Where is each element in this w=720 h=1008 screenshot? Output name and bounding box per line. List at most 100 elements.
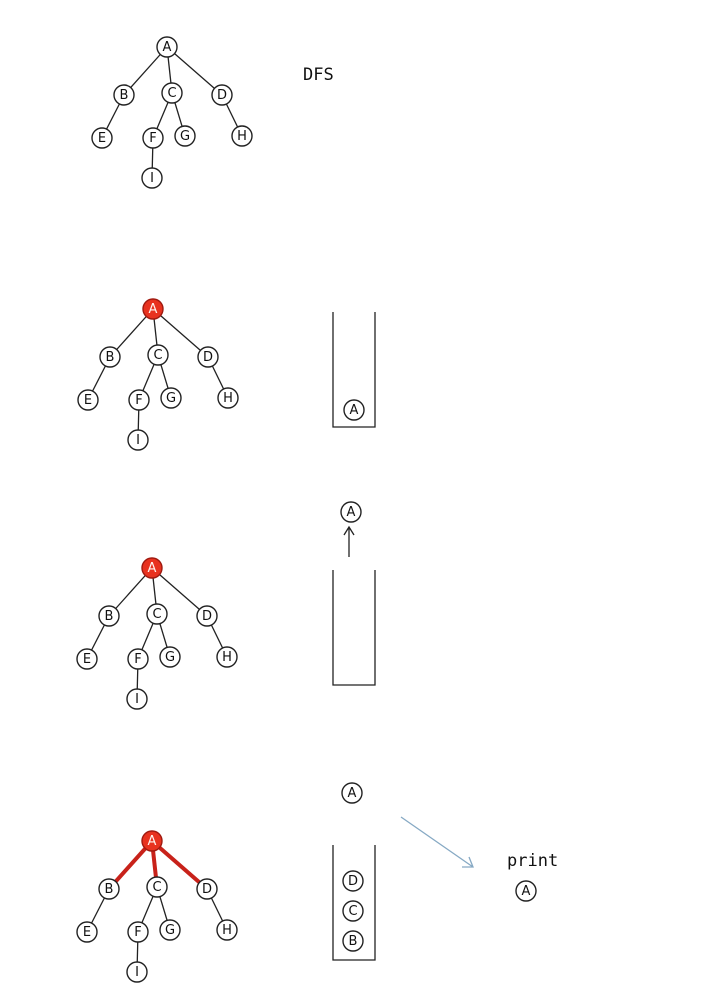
node-label: B	[120, 88, 129, 103]
node-h: H	[216, 919, 238, 941]
node-label: G	[165, 923, 175, 938]
node-b: B	[98, 878, 120, 900]
node-label: C	[152, 607, 161, 622]
node-label: G	[180, 129, 190, 144]
node-label: D	[203, 350, 213, 365]
tree-4: A B C D E F G H I	[76, 830, 238, 983]
node-label: A	[348, 786, 357, 801]
node-label: B	[105, 882, 114, 897]
stack-item-c: C	[342, 900, 364, 922]
node-d: D	[196, 605, 218, 627]
node-g: G	[160, 387, 182, 409]
node-label: F	[135, 393, 142, 408]
stack-container-3	[332, 570, 376, 686]
node-i: I	[141, 167, 163, 189]
node-label: I	[136, 433, 140, 448]
popped-node-4: A	[341, 782, 363, 804]
node-label: E	[83, 925, 91, 940]
node-label: B	[106, 350, 115, 365]
node-b: B	[99, 346, 121, 368]
node-c: C	[161, 82, 183, 104]
diagram-title: DFS	[303, 65, 334, 85]
node-label: I	[135, 965, 139, 980]
stack-container-2	[332, 312, 376, 428]
node-label: F	[134, 652, 141, 667]
node-label: A	[522, 884, 531, 899]
node-label: H	[237, 129, 247, 144]
edge-a-b	[108, 567, 153, 617]
node-a: A	[141, 557, 163, 579]
node-label: D	[202, 609, 212, 624]
node-h: H	[231, 125, 253, 147]
node-e: E	[76, 648, 98, 670]
node-f: F	[128, 389, 150, 411]
node-i: I	[126, 688, 148, 710]
node-g: G	[159, 646, 181, 668]
node-e: E	[91, 127, 113, 149]
node-label: D	[202, 882, 212, 897]
node-a: A	[141, 830, 163, 852]
node-f: F	[127, 921, 149, 943]
node-label: H	[222, 923, 232, 938]
node-label: A	[148, 561, 157, 576]
node-label: C	[153, 348, 162, 363]
node-label: G	[165, 650, 175, 665]
pop-arrow	[343, 525, 355, 557]
node-label: C	[167, 86, 176, 101]
stack-items-2: A	[343, 399, 365, 421]
node-d: D	[197, 346, 219, 368]
node-label: E	[83, 652, 91, 667]
node-label: C	[152, 880, 161, 895]
print-arrow	[400, 816, 474, 868]
node-e: E	[77, 389, 99, 411]
node-f: F	[142, 127, 164, 149]
node-a: A	[142, 298, 164, 320]
node-label: D	[348, 874, 358, 889]
tree-2: A B C D E F G H I	[77, 298, 239, 451]
node-i: I	[127, 429, 149, 451]
step-1-panel: A B C D E F G H I	[91, 36, 253, 189]
node-label: A	[163, 40, 172, 55]
printed-a: A	[515, 880, 537, 902]
node-label: F	[134, 925, 141, 940]
node-h: H	[217, 387, 239, 409]
edge-a-d	[166, 46, 223, 96]
node-label: E	[98, 131, 106, 146]
node-label: A	[347, 505, 356, 520]
node-d: D	[211, 84, 233, 106]
node-label: H	[223, 391, 233, 406]
stack-item-d: D	[342, 870, 364, 892]
popped-a: A	[340, 501, 362, 523]
node-a: A	[156, 36, 178, 58]
node-label: A	[149, 302, 158, 317]
step-2-panel: A B C D E F G H I A	[77, 298, 376, 451]
node-c: C	[146, 603, 168, 625]
node-label: D	[217, 88, 227, 103]
node-label: A	[148, 834, 157, 849]
node-b: B	[98, 605, 120, 627]
popped-node-3: A	[340, 501, 362, 523]
edge-a-d	[152, 308, 209, 358]
tree-1: A B C D E F G H I	[91, 36, 253, 189]
node-label: C	[348, 904, 357, 919]
stack-container-4	[332, 845, 376, 961]
node-c: C	[146, 876, 168, 898]
node-f: F	[127, 648, 149, 670]
node-g: G	[174, 125, 196, 147]
node-label: A	[350, 403, 359, 418]
node-label: I	[150, 171, 154, 186]
node-c: C	[147, 344, 169, 366]
node-label: F	[149, 131, 156, 146]
edge-a-b	[109, 308, 154, 358]
node-label: E	[84, 393, 92, 408]
node-i: I	[126, 961, 148, 983]
stack-items-4: BCD	[342, 870, 364, 952]
node-label: I	[135, 692, 139, 707]
stack-item-b: B	[342, 930, 364, 952]
edge-a-d	[150, 839, 209, 891]
print-label: print	[507, 851, 558, 871]
